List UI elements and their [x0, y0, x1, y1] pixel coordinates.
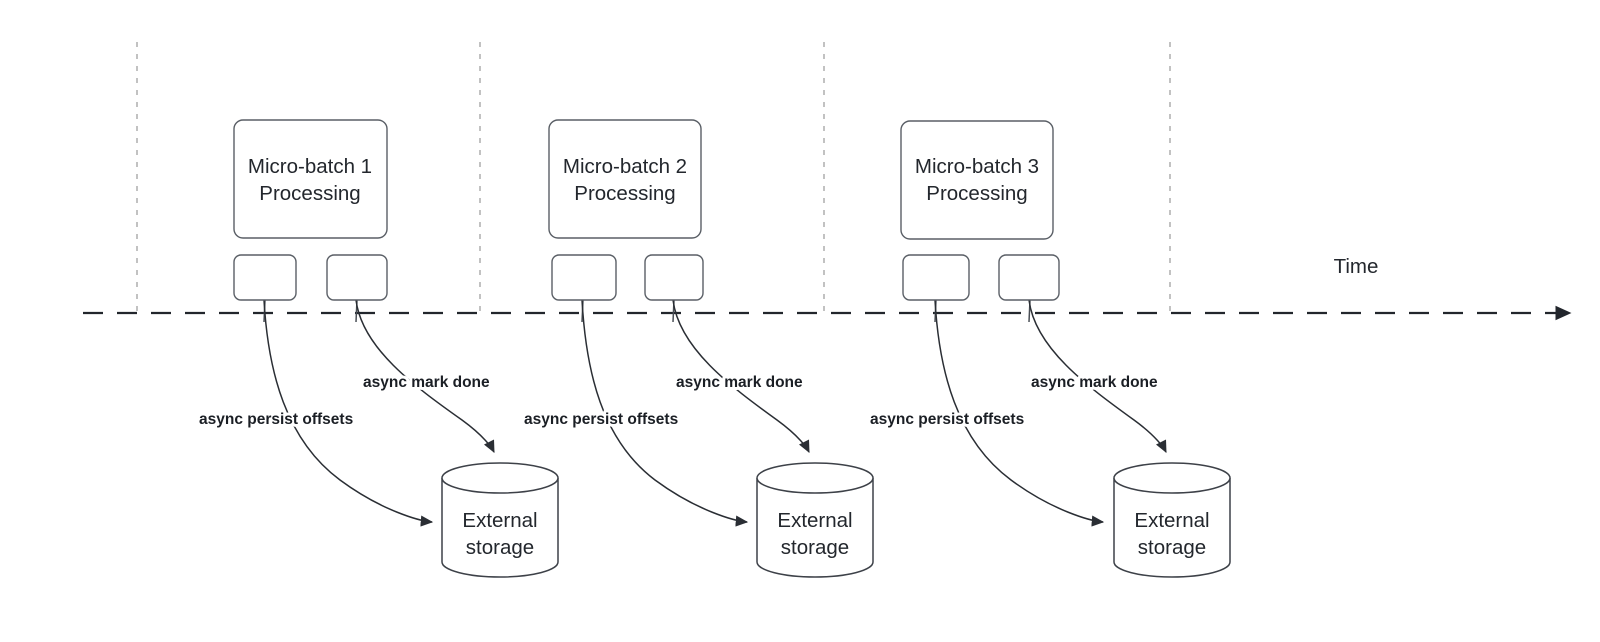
mb1-mark-done-edge	[355, 299, 495, 454]
mb3-persist-offsets-edge	[934, 299, 1105, 527]
mb2-persist-offsets-edge	[581, 299, 749, 527]
mb3-mark-done-edge	[1028, 299, 1167, 454]
mb3-storage-label-line1: External	[1134, 509, 1209, 532]
mb1-storage-label-line2: storage	[466, 536, 534, 559]
micro-batch-1-group: Micro-batch 1 Processing External storag…	[196, 119, 559, 578]
mb3-persist-offsets-label: async persist offsets	[870, 411, 1024, 428]
mb3-task-box-b[interactable]	[998, 254, 1060, 301]
mb1-persist-offsets-edge	[263, 299, 434, 527]
mb1-persist-offsets-label: async persist offsets	[199, 411, 353, 428]
micro-batch-2-label-line1: Micro-batch 2	[563, 155, 687, 178]
mb2-persist-offsets-label: async persist offsets	[524, 411, 678, 428]
mb2-external-storage[interactable]: External storage	[756, 462, 874, 578]
micro-batch-3-label-line2: Processing	[926, 182, 1027, 205]
time-axis-label: Time	[1334, 255, 1379, 278]
micro-batch-1-label-line2: Processing	[259, 182, 360, 205]
micro-batch-3-process-box[interactable]	[900, 120, 1054, 240]
mb2-mark-done-edge	[672, 299, 810, 454]
mb1-task-box-a[interactable]	[233, 254, 297, 301]
mb1-external-storage[interactable]: External storage	[441, 462, 559, 578]
mb3-mark-done-label: async mark done	[1031, 374, 1158, 391]
mb2-task-box-a[interactable]	[551, 254, 617, 301]
mb3-task-box-a[interactable]	[902, 254, 970, 301]
micro-batch-2-process-box[interactable]	[548, 119, 702, 239]
mb2-task-box-b[interactable]	[644, 254, 704, 301]
mb1-mark-done-label: async mark done	[363, 374, 490, 391]
mb2-mark-done-label: async mark done	[676, 374, 803, 391]
micro-batch-2-label-line2: Processing	[574, 182, 675, 205]
mb3-external-storage[interactable]: External storage	[1113, 462, 1231, 578]
micro-batch-3-label-line1: Micro-batch 3	[915, 155, 1039, 178]
mb1-task-box-b[interactable]	[326, 254, 388, 301]
mb1-storage-label-line1: External	[462, 509, 537, 532]
timeline-boundary-guides	[136, 42, 1171, 316]
micro-batch-3-group: Micro-batch 3 Processing External storag…	[867, 120, 1231, 578]
micro-batch-1-label-line1: Micro-batch 1	[248, 155, 372, 178]
micro-batch-1-process-box[interactable]	[233, 119, 388, 239]
mb2-storage-label-line2: storage	[781, 536, 849, 559]
mb3-storage-label-line2: storage	[1138, 536, 1206, 559]
mb2-storage-label-line1: External	[777, 509, 852, 532]
micro-batch-2-group: Micro-batch 2 Processing External storag…	[521, 119, 874, 578]
time-axis: Time	[83, 255, 1572, 321]
